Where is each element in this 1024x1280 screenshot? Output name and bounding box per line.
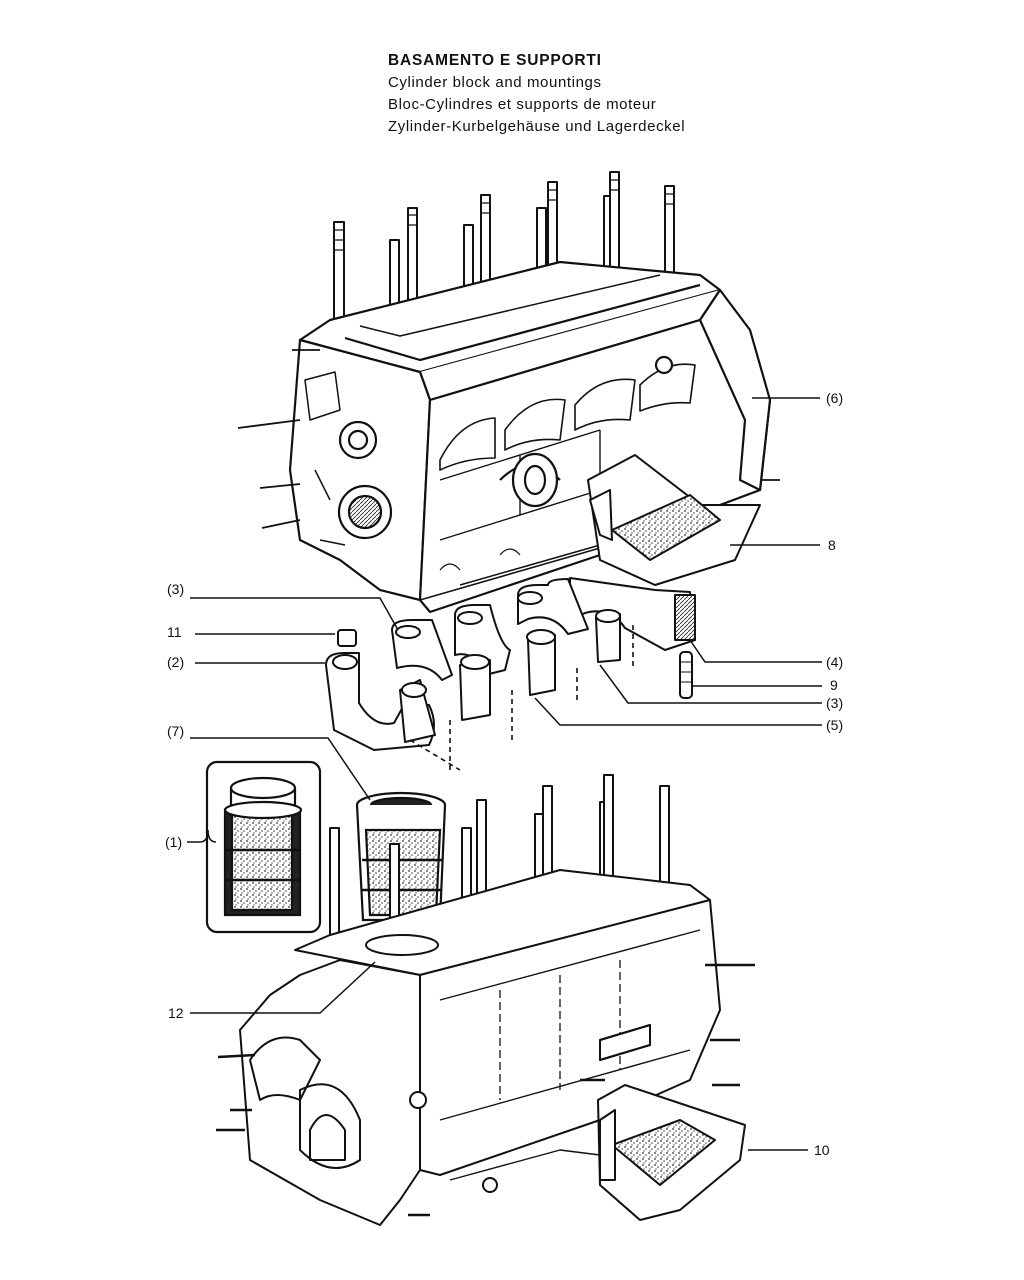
callout-9: 9 xyxy=(830,677,838,693)
callout-6: (6) xyxy=(826,390,843,406)
lower-head-studs xyxy=(329,774,670,965)
nut-11 xyxy=(337,629,357,647)
title-english: Cylinder block and mountings xyxy=(388,74,602,91)
title-italian: BASAMENTO E SUPPORTI xyxy=(388,52,602,69)
callout-1: (1) xyxy=(165,834,182,850)
upper-cylinder-block xyxy=(237,171,780,614)
liner-7 xyxy=(355,791,447,922)
title-block: BASAMENTO E SUPPORTI Cylinder block and … xyxy=(388,50,685,138)
callout-12: 12 xyxy=(168,1005,184,1021)
engine-mount-8 xyxy=(587,454,761,586)
callout-2: (2) xyxy=(167,654,184,670)
callout-3-left: (3) xyxy=(167,581,184,597)
leader-lines xyxy=(187,397,822,1151)
callout-7: (7) xyxy=(167,723,184,739)
callout-3-right: (3) xyxy=(826,695,843,711)
engine-mount-10 xyxy=(597,1084,746,1221)
callout-11: 11 xyxy=(167,624,182,640)
callout-5: (5) xyxy=(826,717,843,733)
callout-10: 10 xyxy=(814,1142,830,1158)
dowel-9 xyxy=(679,651,693,699)
main-bearing-caps xyxy=(325,577,696,751)
assembly-arrows xyxy=(409,625,634,771)
callout-8: 8 xyxy=(828,537,836,553)
lower-cylinder-block xyxy=(216,774,755,1226)
liner-inset-1 xyxy=(205,760,322,934)
callout-labels: (6) 8 (3) 11 (2) (4) 9 (3) (5) (7) (1) 1… xyxy=(165,390,843,1158)
title-french: Bloc-Cylindres et supports de moteur xyxy=(388,96,657,113)
title-german: Zylinder-Kurbelgehäuse und Lagerdeckel xyxy=(388,118,686,135)
callout-4: (4) xyxy=(826,654,843,670)
